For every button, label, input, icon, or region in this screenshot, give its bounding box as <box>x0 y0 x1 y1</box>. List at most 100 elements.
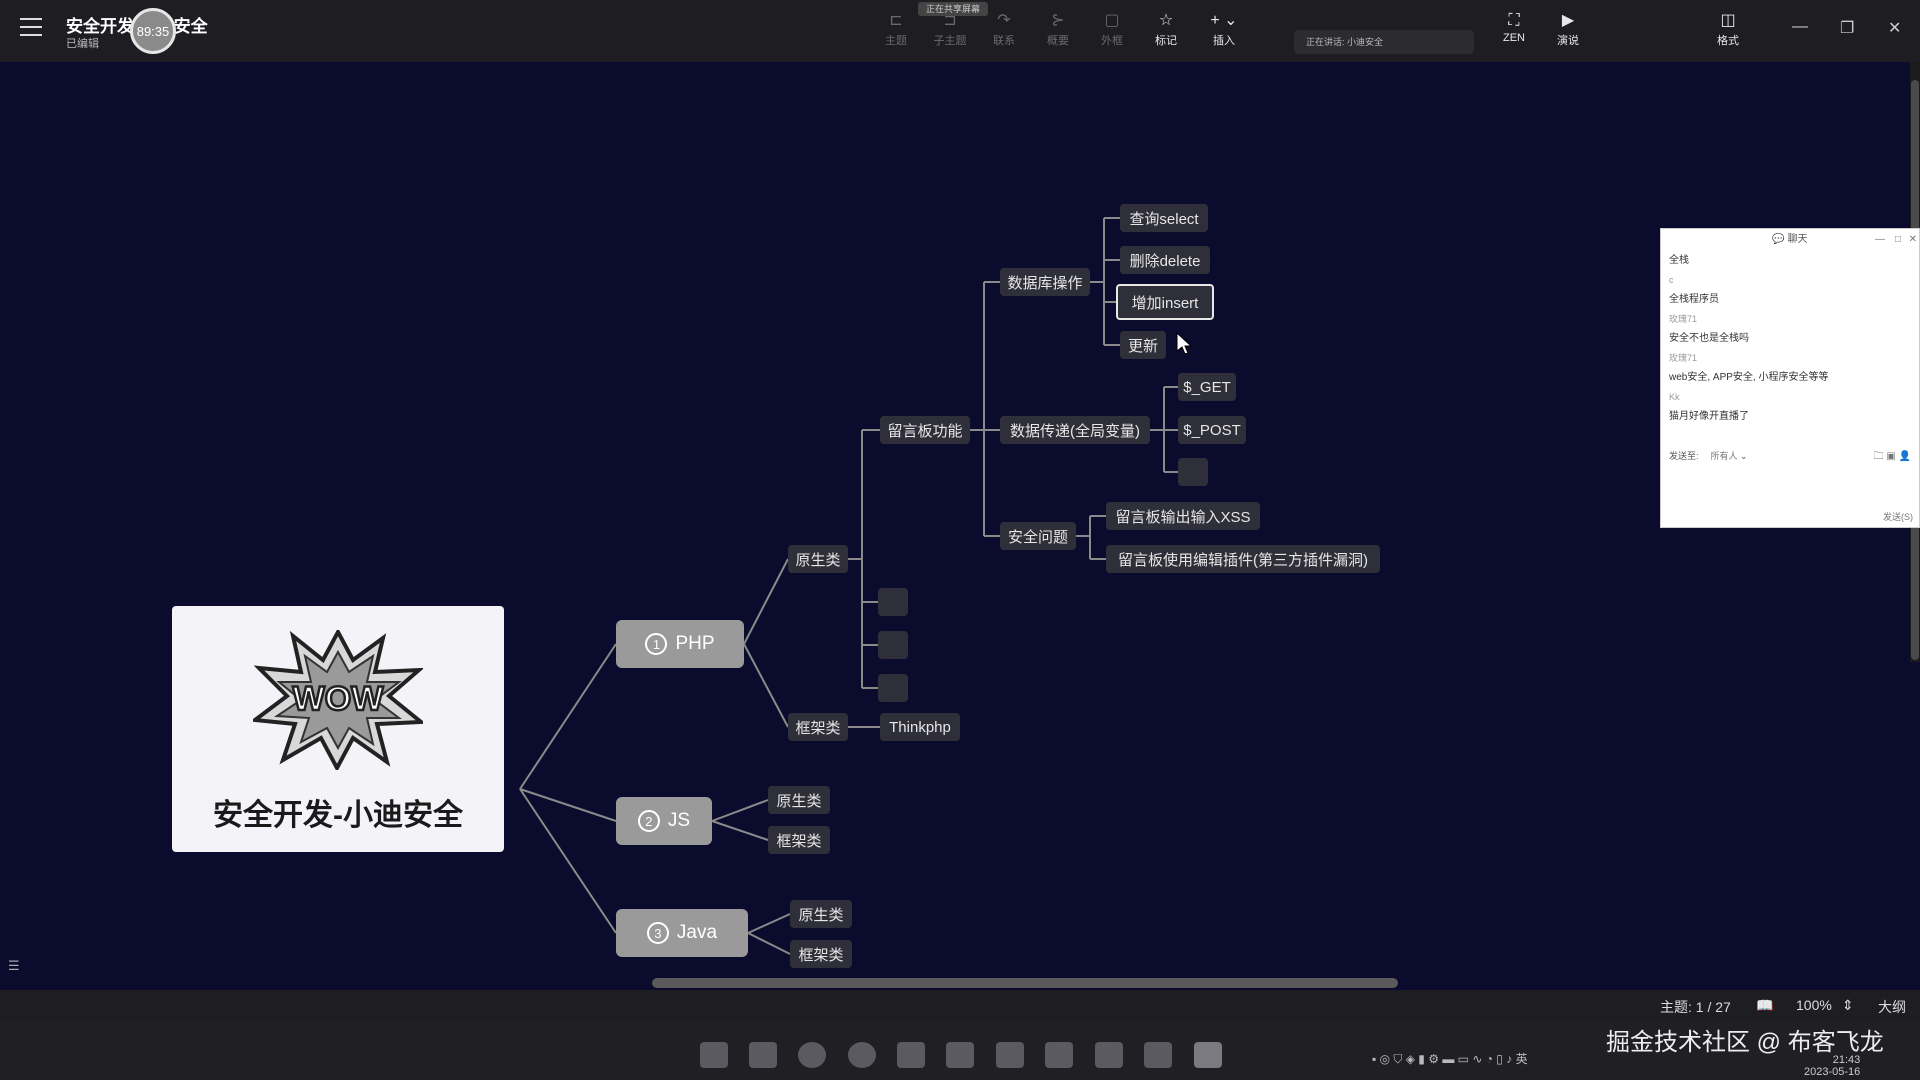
topic-php[interactable]: 1 PHP <box>616 620 744 668</box>
chat-minimize-button[interactable]: — <box>1875 234 1885 245</box>
taskbar-app-icon[interactable] <box>946 1042 974 1068</box>
java-native[interactable]: 原生类 <box>790 900 852 928</box>
subtopic-button[interactable]: ⊐子主题 <box>928 10 972 48</box>
js-native[interactable]: 原生类 <box>768 786 830 814</box>
meeting-timer[interactable]: 89:35 <box>130 8 176 54</box>
guestbook-node[interactable]: 留言板功能 <box>880 416 970 444</box>
send-to-selector[interactable]: 发送至:所有人 ⌄ <box>1669 451 1748 461</box>
wow-burst-icon: WOW <box>253 630 423 770</box>
topic-count: 主题: 1 / 27 <box>1660 999 1731 1015</box>
marker-button[interactable]: ☆标记 <box>1144 10 1188 48</box>
chat-header: 💬 聊天 — □ ✕ <box>1661 229 1919 251</box>
chrome-browser-icon[interactable] <box>848 1042 876 1068</box>
chat-close-button[interactable]: ✕ <box>1908 234 1917 245</box>
edge-browser-icon[interactable] <box>798 1042 826 1068</box>
system-tray-icons[interactable]: ▪ ◎ ⛉ ◈ ▮ ⚙ ▬ ▭ ∿ ◔ ▯ ♪ 英 <box>1372 1052 1528 1066</box>
relation-button[interactable]: ↷联系 <box>982 10 1026 48</box>
php-framework[interactable]: 框架类 <box>788 713 848 741</box>
relation-icon: ↷ <box>997 12 1011 29</box>
select-node[interactable]: 查询select <box>1120 204 1208 232</box>
watermark: 掘金技术社区 @ 布客飞龙 <box>1606 1029 1884 1056</box>
topic-button[interactable]: ⊏主题 <box>874 10 918 48</box>
topic-number: 3 <box>646 922 669 944</box>
share-tooltip: 正在共享屏幕 <box>918 2 989 16</box>
outline-list-icon[interactable]: ☰ <box>8 958 20 973</box>
db-ops-node[interactable]: 数据库操作 <box>1000 268 1090 296</box>
chat-message: Kk <box>1669 391 1680 402</box>
present-icon: ▶ <box>1561 12 1575 29</box>
outline-toggle[interactable]: 大纲 <box>1878 999 1906 1015</box>
chat-icon: 💬 <box>1772 234 1788 245</box>
topic-number: 1 <box>645 633 668 655</box>
chat-message: 玫瑰71 <box>1669 313 1698 324</box>
minimize-button[interactable]: — <box>1792 18 1808 35</box>
chat-message: 安全不也是全栈吗 <box>1669 333 1749 344</box>
mindmap-canvas[interactable]: WOW 安全开发-小迪安全 1 PHP 2 JS 3 Java 原生类 框架类 … <box>0 62 1910 974</box>
folder-icon[interactable]: 🗀 <box>1873 451 1884 462</box>
document-status: 已编辑 <box>66 38 99 50</box>
central-topic[interactable]: WOW 安全开发-小迪安全 <box>172 606 504 852</box>
plugin-node[interactable]: 留言板使用编辑插件(第三方插件漏洞) <box>1106 545 1380 573</box>
empty-topic[interactable] <box>1178 458 1208 486</box>
terminal-app-icon[interactable] <box>1144 1042 1172 1068</box>
horizontal-scrollbar[interactable] <box>652 978 1398 988</box>
zoom-stepper-icon[interactable]: ⇕ <box>1842 997 1854 1013</box>
wow-text: WOW <box>293 680 385 718</box>
insert-button[interactable]: + ⌄插入 <box>1202 10 1246 48</box>
xmind-app-icon[interactable] <box>1194 1042 1222 1068</box>
folder-app-icon[interactable] <box>749 1042 777 1068</box>
empty-topic[interactable] <box>878 631 908 659</box>
user-icon[interactable]: 👤 <box>1898 451 1911 462</box>
php-native[interactable]: 原生类 <box>788 545 848 573</box>
plus-chevron-icon: + ⌄ <box>1210 12 1238 29</box>
security-node[interactable]: 安全问题 <box>1000 522 1076 550</box>
speaking-indicator: 正在讲话: 小迪安全 <box>1294 30 1474 54</box>
chat-tools[interactable]: 🗀 ▣ 👤 <box>1874 449 1911 466</box>
format-button[interactable]: ◫格式 <box>1706 10 1750 48</box>
topic-number: 2 <box>637 810 660 832</box>
book-icon[interactable]: 📖 <box>1756 997 1774 1013</box>
send-button[interactable]: 发送(S) <box>1883 512 1913 522</box>
delete-node[interactable]: 删除delete <box>1120 246 1210 274</box>
chat-message: 猫月好像开直播了 <box>1669 411 1749 422</box>
thinkphp-node[interactable]: Thinkphp <box>880 713 960 741</box>
topic-js[interactable]: 2 JS <box>616 797 712 845</box>
maximize-button[interactable]: ❐ <box>1840 20 1855 37</box>
taskbar-app-icon[interactable] <box>1045 1042 1073 1068</box>
post-node[interactable]: $_POST <box>1178 416 1246 444</box>
xss-node[interactable]: 留言板输出输入XSS <box>1106 502 1260 530</box>
status-bar: 主题: 1 / 27 📖 100% ⇕ 大纲 <box>0 990 1920 1020</box>
zoom-level[interactable]: 100% <box>1796 997 1832 1013</box>
close-button[interactable]: ✕ <box>1888 20 1902 37</box>
title-bar: 安全开发-小迪安全 已编辑 89:35 正在共享屏幕 ⊏主题 ⊐子主题 ↷联系 … <box>0 0 1920 63</box>
taskbar-app-icon[interactable] <box>1095 1042 1123 1068</box>
mouse-cursor-icon <box>1176 332 1193 355</box>
data-pass-node[interactable]: 数据传递(全局变量) <box>1000 416 1150 444</box>
taskbar-app-icon[interactable] <box>700 1042 728 1068</box>
summary-button[interactable]: ⊱概要 <box>1036 10 1080 48</box>
chat-maximize-button[interactable]: □ <box>1894 234 1901 245</box>
js-framework[interactable]: 框架类 <box>768 826 830 854</box>
taskbar-app-icon[interactable] <box>897 1042 925 1068</box>
empty-topic[interactable] <box>878 588 908 616</box>
menu-icon[interactable] <box>20 18 42 36</box>
present-button[interactable]: ▶演说 <box>1546 10 1590 48</box>
insert-node[interactable]: 增加insert <box>1116 284 1214 320</box>
zen-button[interactable]: ⛶ZEN <box>1492 10 1536 44</box>
topic-icon: ⊏ <box>889 12 903 29</box>
format-panel-icon: ◫ <box>1720 12 1736 29</box>
update-node[interactable]: 更新 <box>1120 331 1166 359</box>
star-icon: ☆ <box>1158 12 1174 29</box>
taskbar-app-icon[interactable] <box>996 1042 1024 1068</box>
screenshot-icon[interactable]: ▣ <box>1886 451 1896 462</box>
fullscreen-icon: ⛶ <box>1508 12 1520 29</box>
topic-java[interactable]: 3 Java <box>616 909 748 957</box>
java-framework[interactable]: 框架类 <box>790 940 852 968</box>
get-node[interactable]: $_GET <box>1178 373 1236 401</box>
empty-topic[interactable] <box>878 674 908 702</box>
boundary-button[interactable]: ▢外框 <box>1090 10 1134 48</box>
chat-message: c <box>1669 274 1674 285</box>
